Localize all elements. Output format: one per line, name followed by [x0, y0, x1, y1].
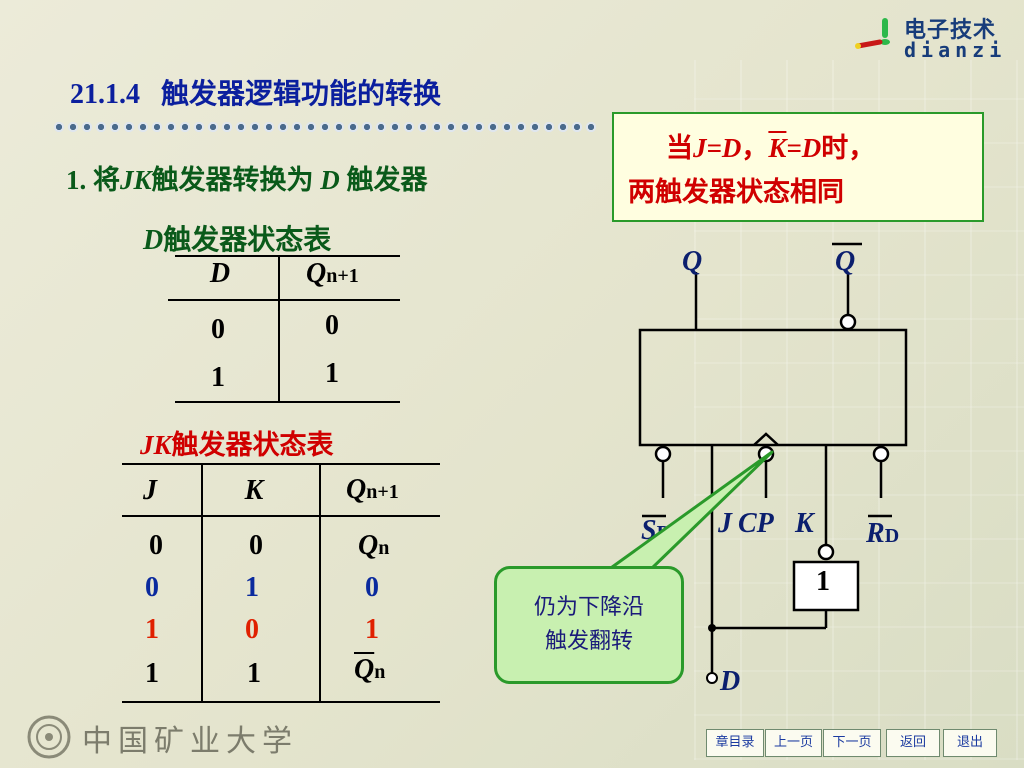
note-comma: ，	[741, 133, 769, 163]
jk-row0-q: Qn	[358, 530, 389, 562]
output-q-label: Q	[682, 246, 703, 277]
page-title: 21.1.4 触发器逻辑功能的转换	[70, 72, 441, 112]
callout-line2: 触发翻转	[544, 629, 633, 654]
d-header-q-sub: n+1	[326, 265, 359, 287]
logo-cn: 电子技术	[904, 18, 997, 43]
jk-row1-k: 1	[245, 572, 259, 603]
nav-prev-page-button[interactable]: 上一页	[765, 729, 822, 757]
university-logo: 中国矿业大学	[20, 712, 320, 762]
input-d-label: D	[720, 666, 741, 697]
input-j-label: J	[718, 508, 732, 539]
jk-table-title: JK触发器状态表	[140, 423, 334, 462]
jk-row2-q: 1	[365, 614, 379, 645]
note-time: 时，	[821, 133, 876, 163]
pen-icon	[855, 18, 890, 49]
note-line1: 当J=D，K=D时，	[666, 126, 875, 165]
jk-table-lines	[122, 463, 440, 703]
university-name: 中国矿业大学	[82, 724, 298, 759]
section-d: D	[320, 165, 340, 195]
jk-row0-j: 0	[149, 530, 163, 561]
logo: 电子技术 dianzi	[852, 8, 1012, 64]
jk-row3-q-main: Q	[354, 654, 375, 685]
nav-exit-button[interactable]: 退出	[943, 729, 997, 757]
section-prefix: 1. 将	[66, 165, 120, 195]
jk-header-k: K	[244, 475, 264, 506]
jk-header-q-main: Q	[346, 474, 367, 505]
nav-back-button[interactable]: 返回	[886, 729, 940, 757]
nav-next-page-button[interactable]: 下一页	[823, 729, 881, 757]
jk-table-title-rest: 触发器状态表	[171, 430, 334, 460]
d-table-lines	[168, 255, 400, 403]
section-mid: 触发器转换为	[151, 165, 321, 195]
d-header-q-main: Q	[306, 258, 327, 289]
jk-row1-j: 0	[145, 572, 159, 603]
d-table-title-d: D	[143, 225, 164, 256]
d-table-title: D触发器状态表	[143, 218, 331, 258]
jk-row0-k: 0	[249, 530, 263, 561]
section-jk: JK	[120, 165, 152, 195]
title-text: 触发器逻辑功能的转换	[161, 79, 442, 110]
university-emblem-icon	[27, 715, 71, 759]
nav-chapter-toc-button[interactable]: 章目录	[706, 729, 764, 757]
d-header-d: D	[209, 258, 231, 289]
note-box: 当J=D，K=D时， 两触发器状态相同	[612, 112, 984, 222]
d-header-q: Qn+1	[306, 258, 359, 290]
note-when: 当	[666, 133, 693, 163]
callout-bubble: 仍为下降沿 触发翻转	[494, 566, 684, 684]
jk-header-q-sub: n+1	[366, 481, 399, 503]
input-rd-label: RD	[866, 518, 899, 550]
jk-table-title-jk: JK	[140, 430, 172, 460]
jk-row1-q: 0	[365, 572, 379, 603]
jk-header-j: J	[143, 475, 157, 506]
jk-header-q: Qn+1	[346, 474, 399, 506]
note-eq2: =	[786, 133, 802, 163]
jk-row2-k: 0	[245, 614, 259, 645]
jk-row2-j: 1	[145, 614, 159, 645]
not-gate-label: 1	[816, 566, 830, 597]
d-row0-q: 0	[325, 310, 339, 341]
note-eq1: =	[706, 133, 722, 163]
jk-row3-q-sub: n	[374, 661, 386, 683]
section-heading: 1. 将JK触发器转换为 D 触发器	[66, 158, 428, 197]
jk-row0-q-sub: n	[378, 537, 390, 559]
note-d1: D	[721, 133, 742, 163]
input-rd-main: R	[866, 518, 885, 549]
dotted-divider	[52, 120, 597, 134]
note-d2: D	[801, 133, 822, 163]
note-j: J	[693, 133, 707, 163]
jk-flipflop-circuit	[638, 242, 908, 684]
jk-row3-k: 1	[247, 658, 261, 689]
logo-en: dianzi	[904, 38, 1007, 62]
output-qbar-label: Q	[835, 246, 856, 277]
input-cp-label: CP	[738, 508, 774, 539]
d-table-title-rest: 触发器状态表	[163, 225, 332, 256]
d-row1-q: 1	[325, 358, 339, 389]
input-rd-sub: D	[884, 525, 900, 547]
input-k-label: K	[795, 508, 814, 539]
callout-line1: 仍为下降沿	[533, 595, 644, 620]
note-k: K	[768, 133, 787, 163]
title-number: 21.1.4	[70, 79, 140, 110]
jk-row3-j: 1	[145, 658, 159, 689]
section-suffix: 触发器	[339, 165, 428, 195]
note-line2: 两触发器状态相同	[628, 177, 844, 207]
jk-row0-q-main: Q	[358, 530, 379, 561]
d-row0-d: 0	[211, 314, 225, 345]
d-row1-d: 1	[211, 362, 225, 393]
jk-row3-q: Qn	[354, 654, 385, 686]
